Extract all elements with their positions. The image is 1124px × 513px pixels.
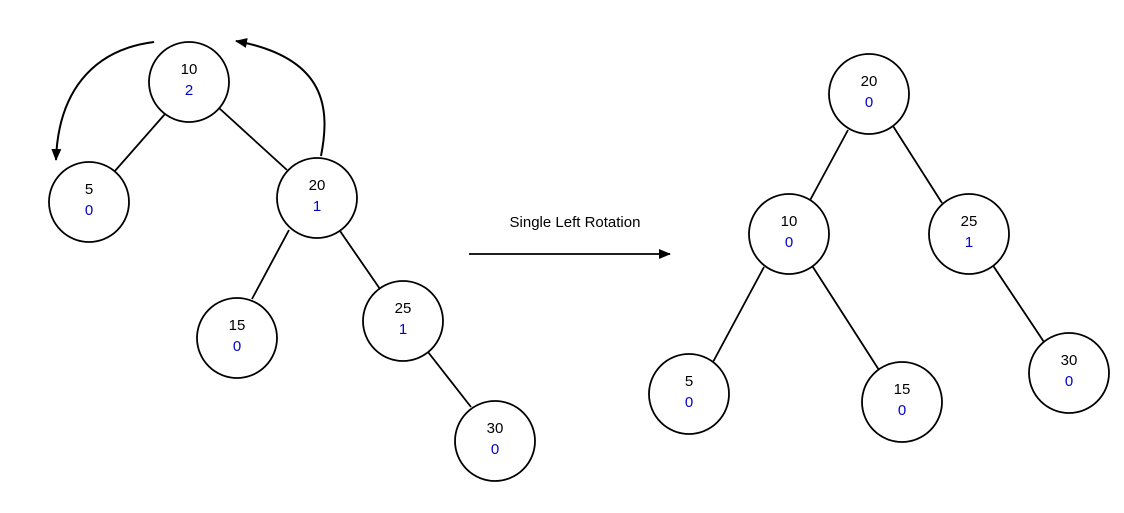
- node-circle: [196, 297, 278, 379]
- node-key: 25: [395, 300, 412, 317]
- node-balance: 0: [785, 234, 793, 251]
- node-balance: 0: [1065, 373, 1073, 390]
- after-tree-edges: [712, 125, 1045, 371]
- edge-20-25: [892, 125, 943, 204]
- after-node-15: 15 0: [861, 361, 943, 443]
- after-node-25: 25 1: [928, 193, 1010, 275]
- edge-20-10: [807, 129, 849, 205]
- node-balance: 0: [865, 94, 873, 111]
- node-circle: [148, 41, 230, 123]
- node-key: 20: [309, 177, 326, 194]
- before-node-15: 15 0: [196, 297, 278, 379]
- before-node-25: 25 1: [362, 280, 444, 362]
- edge-25-30: [991, 263, 1045, 343]
- node-key: 20: [861, 73, 878, 90]
- before-node-10: 10 2: [148, 41, 230, 123]
- node-balance: 2: [185, 82, 193, 99]
- edge-20-25: [339, 230, 381, 290]
- rotation-arrow-left: [51, 41, 155, 161]
- node-key: 15: [229, 317, 246, 334]
- node-circle: [362, 280, 444, 362]
- node-key: 30: [487, 420, 504, 437]
- edge-10-5: [113, 113, 166, 173]
- node-balance: 0: [898, 402, 906, 419]
- node-key: 25: [961, 213, 978, 230]
- node-key: 5: [685, 373, 693, 390]
- edge-25-30: [427, 351, 472, 408]
- before-node-20: 20 1: [276, 157, 358, 239]
- node-circle: [648, 353, 730, 435]
- node-key: 15: [894, 381, 911, 398]
- node-key: 10: [781, 213, 798, 230]
- node-circle: [748, 193, 830, 275]
- edge-10-20: [218, 107, 288, 171]
- edge-10-5: [712, 266, 765, 363]
- rotation-arrow-up: [235, 38, 326, 157]
- after-node-5: 5 0: [648, 353, 730, 435]
- node-circle: [1028, 332, 1110, 414]
- node-circle: [48, 161, 130, 243]
- node-circle: [454, 400, 536, 482]
- node-circle: [276, 157, 358, 239]
- node-circle: [861, 361, 943, 443]
- node-key: 30: [1061, 352, 1078, 369]
- node-key: 10: [181, 61, 198, 78]
- node-balance: 1: [965, 234, 973, 251]
- node-circle: [828, 53, 910, 135]
- edge-20-15: [251, 229, 290, 300]
- node-balance: 1: [399, 321, 407, 338]
- node-key: 5: [85, 181, 93, 198]
- node-circle: [928, 193, 1010, 275]
- node-balance: 1: [313, 198, 321, 215]
- node-balance: 0: [233, 338, 241, 355]
- node-balance: 0: [491, 441, 499, 458]
- after-node-20: 20 0: [828, 53, 910, 135]
- before-node-5: 5 0: [48, 161, 130, 243]
- before-tree-edges: [113, 107, 472, 408]
- after-node-10: 10 0: [748, 193, 830, 275]
- after-node-30: 30 0: [1028, 332, 1110, 414]
- node-balance: 0: [85, 202, 93, 219]
- edge-10-15: [810, 263, 880, 371]
- node-balance: 0: [685, 394, 693, 411]
- before-node-30: 30 0: [454, 400, 536, 482]
- rotation-caption: Single Left Rotation: [510, 214, 641, 231]
